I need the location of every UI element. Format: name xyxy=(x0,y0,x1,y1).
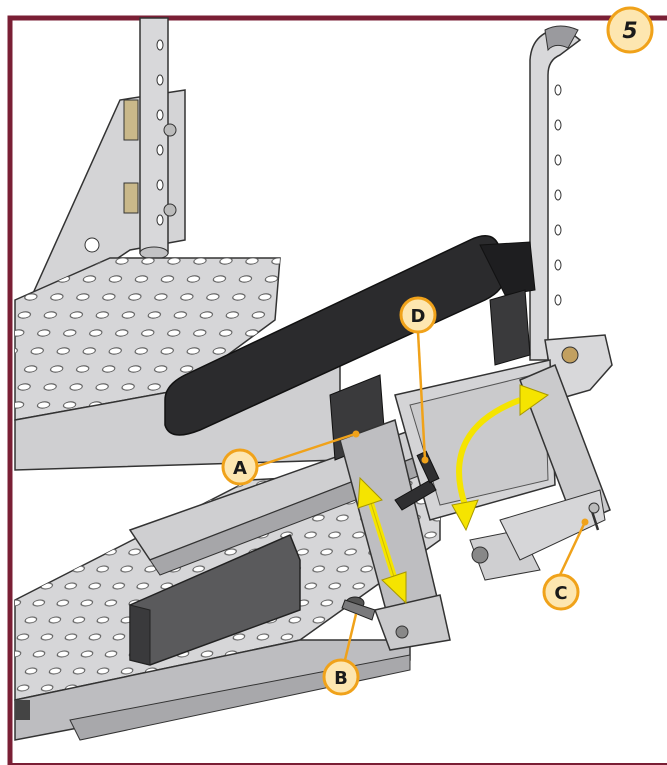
leader-b xyxy=(343,613,358,661)
callout-d: D xyxy=(399,296,437,334)
height-adjust-arrow xyxy=(357,476,407,605)
rotation-arrow xyxy=(451,384,550,532)
leader-a xyxy=(257,432,356,468)
pivot-bracket xyxy=(373,489,606,651)
pin-c xyxy=(588,502,600,531)
callout-b-label: B xyxy=(334,668,348,689)
leader-c xyxy=(558,521,587,576)
leader-lines xyxy=(257,331,587,661)
page-frame xyxy=(7,15,667,765)
step-badge: 5 xyxy=(606,6,654,54)
right-post xyxy=(529,25,582,361)
leader-d xyxy=(416,331,427,461)
leader-dot-c xyxy=(581,518,589,526)
callout-d-label: D xyxy=(411,306,426,327)
callout-b: B xyxy=(322,658,360,696)
callout-c: C xyxy=(542,573,580,611)
callout-a: A xyxy=(221,448,259,486)
leader-dot-d xyxy=(421,456,429,464)
callout-a-label: A xyxy=(233,458,247,479)
callout-c-label: C xyxy=(554,583,567,604)
actuator-block xyxy=(129,534,301,666)
leader-dot-a xyxy=(352,430,360,438)
step-number: 5 xyxy=(622,19,637,44)
knob-b xyxy=(341,596,376,621)
left-post xyxy=(139,17,177,260)
